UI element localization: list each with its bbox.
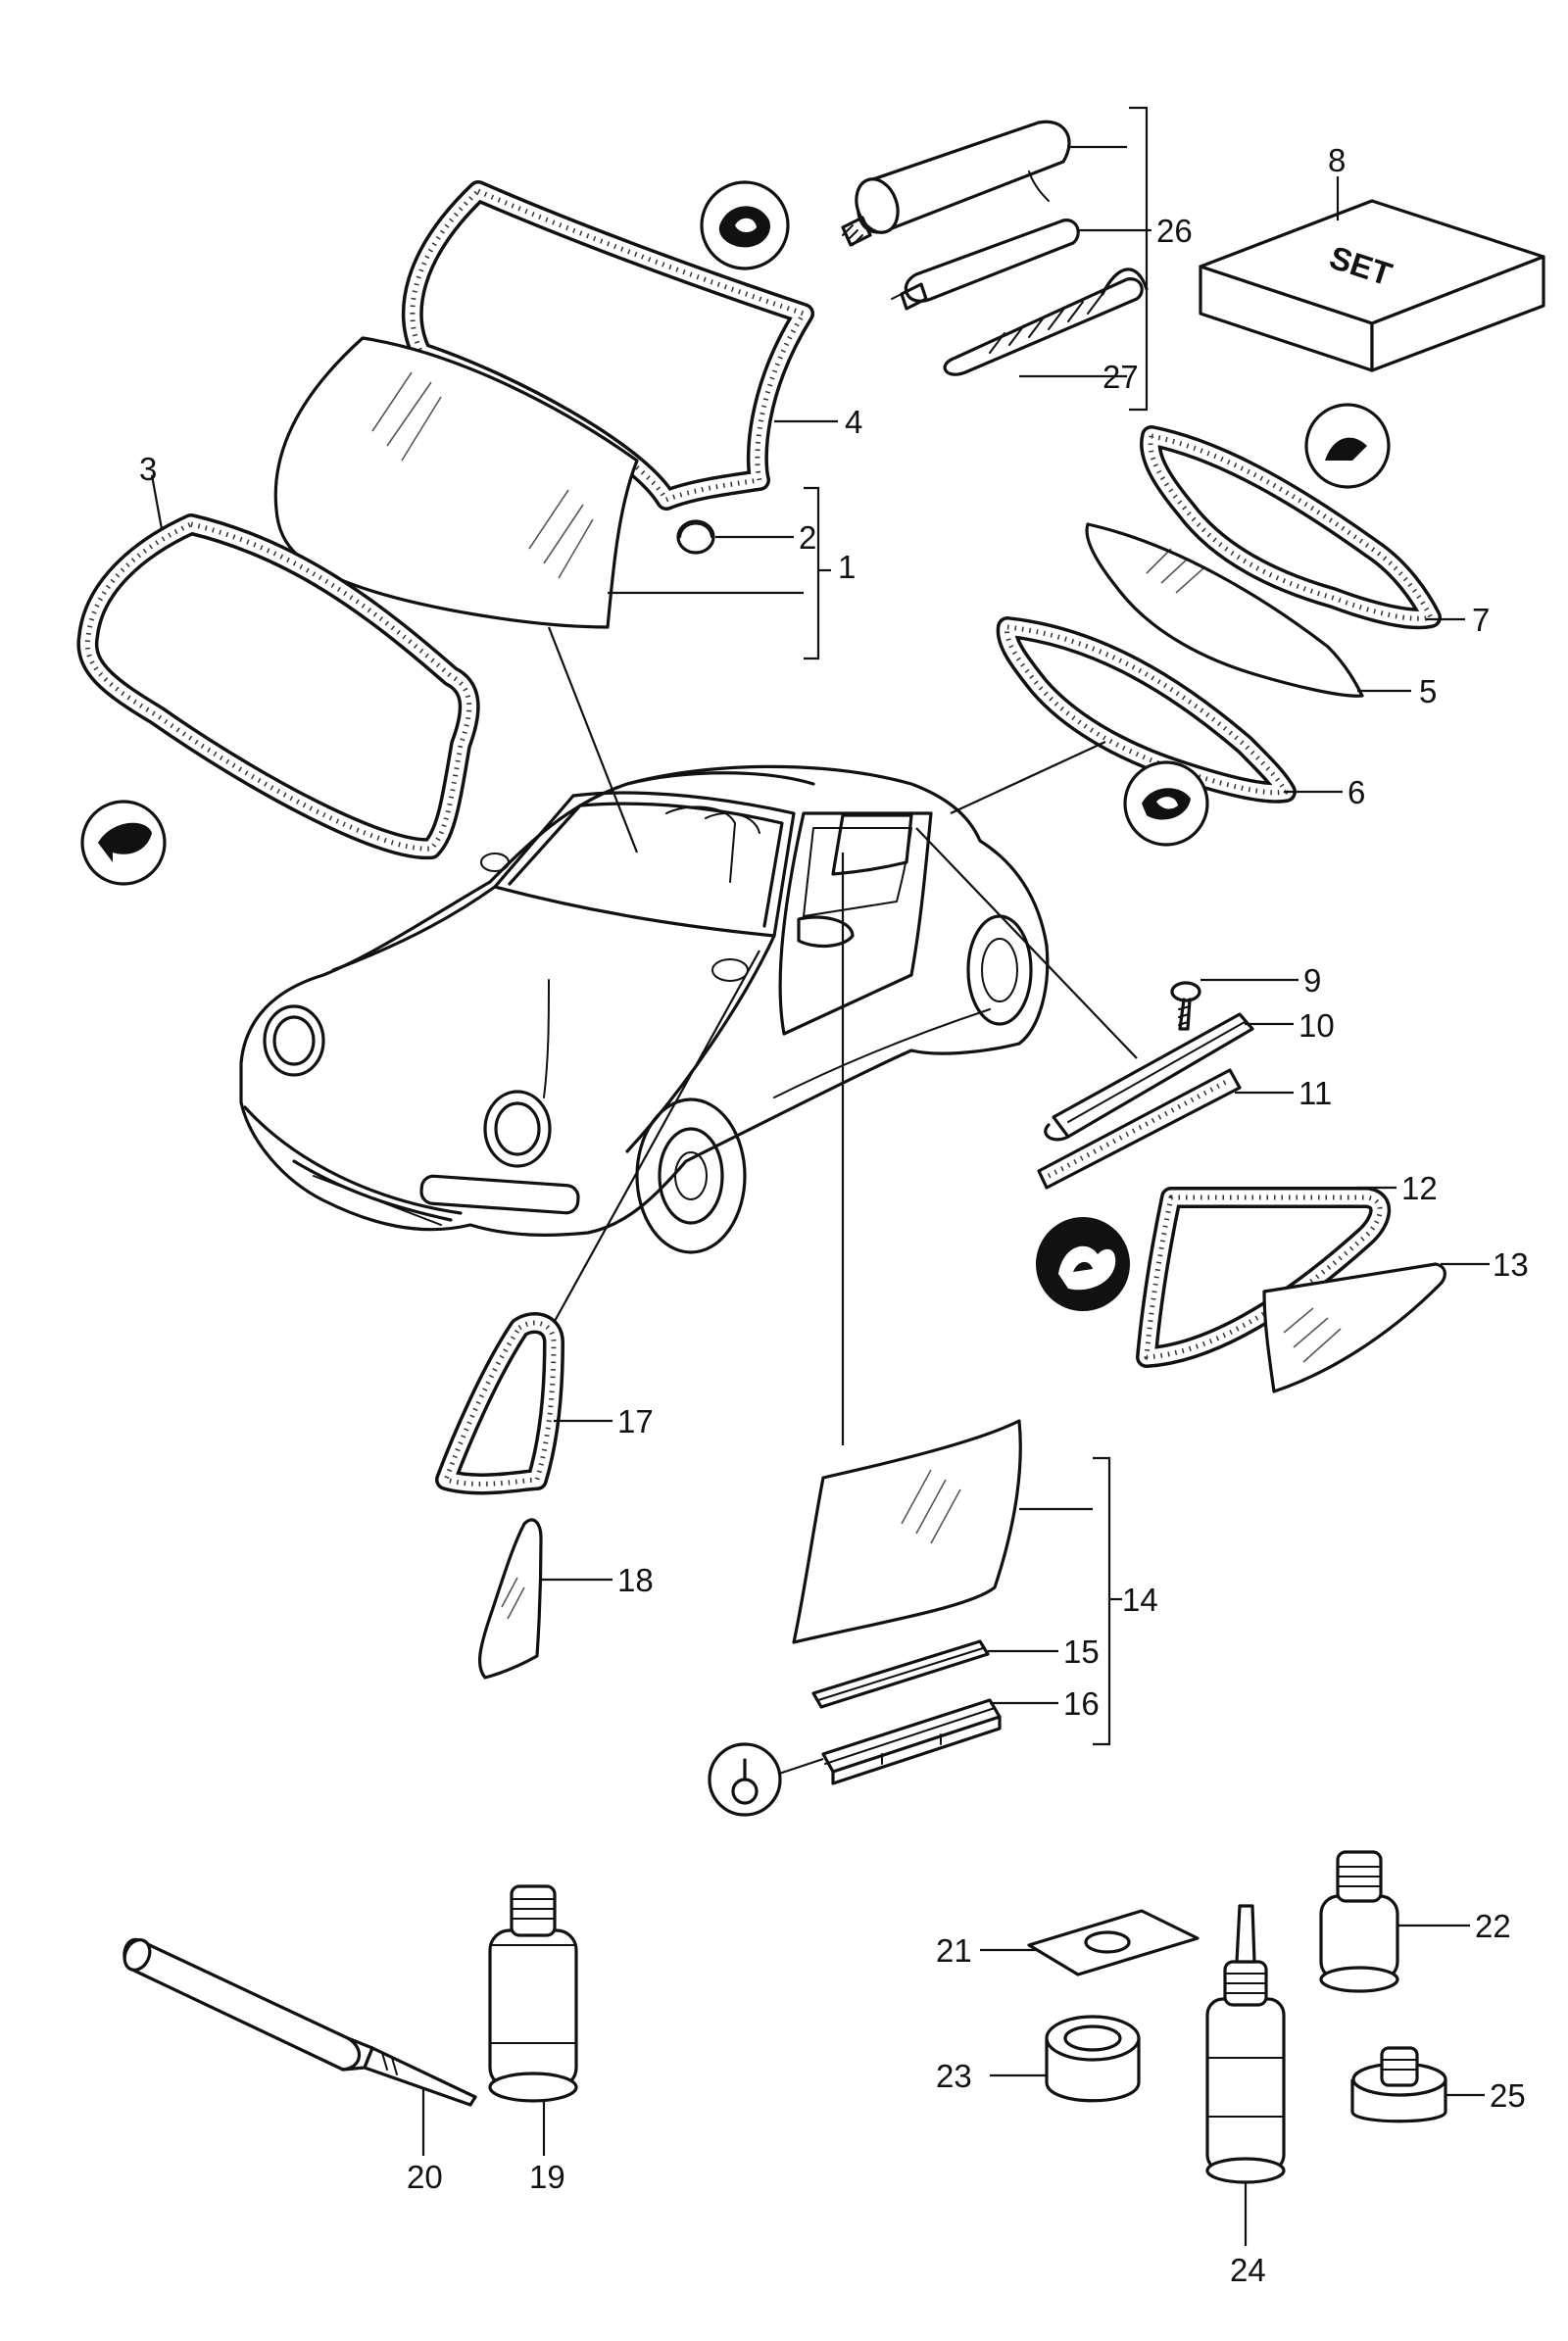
- label-part-20: 20: [407, 2159, 443, 2195]
- rear-window-seal: [1140, 425, 1442, 630]
- label-part-8: 8: [1328, 142, 1346, 178]
- label-part-11: 11: [1298, 1075, 1332, 1111]
- label-part-21: 21: [936, 1932, 972, 1969]
- clip-part-2: [676, 519, 715, 555]
- vent-glass-18: [478, 1518, 543, 1680]
- bottle-22: [1319, 1850, 1399, 1993]
- quarter-glass-13: [1262, 1262, 1446, 1393]
- label-part-6: 6: [1348, 774, 1365, 810]
- seal-profile-icon: [80, 800, 167, 886]
- rear-window-glass: [1085, 522, 1364, 698]
- label-part-26: 26: [1156, 213, 1193, 249]
- windshield-glass: [273, 336, 639, 629]
- bracket-26-27: [1129, 106, 1149, 412]
- adhesive-cartridge: [841, 120, 1071, 247]
- bottle-19: [488, 1884, 578, 2103]
- label-part-4: 4: [845, 404, 862, 440]
- label-part-23: 23: [936, 2058, 972, 2094]
- adhesive-tube: [891, 219, 1080, 311]
- pad-21: [1027, 1909, 1200, 1976]
- label-part-16: 16: [1063, 1685, 1100, 1722]
- seal-profile-icon: [1304, 403, 1391, 489]
- screw-part-9: [1170, 981, 1201, 1031]
- seal-profile-icon: [700, 180, 790, 270]
- part-number-labels: 1 2 3 4 5 6 7 8 9 10 11 12 13 14 15 16 1…: [139, 142, 1529, 2288]
- door-glass-14: [792, 1419, 1022, 1644]
- clip-icon: [708, 1742, 782, 1817]
- label-part-7: 7: [1472, 602, 1490, 638]
- car-illustration: [239, 764, 1050, 1254]
- label-part-22: 22: [1475, 1908, 1511, 1944]
- vent-seal-17: [435, 1312, 564, 1495]
- label-part-24: 24: [1230, 2252, 1266, 2288]
- seal-profile-icon: [1036, 1217, 1130, 1311]
- rear-seal-lower: [996, 616, 1297, 804]
- channel-16: [821, 1698, 1002, 1785]
- quarter-seal-12: [1136, 1187, 1392, 1368]
- label-part-3: 3: [139, 451, 157, 487]
- set-box: SET: [1199, 199, 1545, 372]
- trim-strip-10: [1044, 1012, 1254, 1142]
- bracket-14: [1093, 1456, 1122, 1746]
- label-part-15: 15: [1063, 1634, 1100, 1670]
- label-part-10: 10: [1298, 1007, 1335, 1044]
- bottle-25: [1350, 2046, 1447, 2123]
- label-part-25: 25: [1490, 2077, 1526, 2114]
- label-part-27: 27: [1102, 359, 1139, 395]
- bracket-1: [804, 486, 831, 660]
- label-part-1: 1: [838, 549, 856, 585]
- label-part-13: 13: [1493, 1246, 1529, 1283]
- label-part-2: 2: [799, 519, 816, 556]
- seal-profile-icon: [1123, 760, 1209, 847]
- sealant-tube-20: [122, 1937, 477, 2107]
- label-part-12: 12: [1401, 1170, 1438, 1206]
- label-part-9: 9: [1303, 962, 1321, 999]
- label-part-14: 14: [1122, 1582, 1158, 1618]
- label-part-18: 18: [617, 1562, 654, 1598]
- cutting-tool: [943, 268, 1149, 376]
- label-part-19: 19: [529, 2159, 565, 2195]
- leader-lines: [150, 145, 1490, 2246]
- tape-roll-23: [1045, 2015, 1141, 2103]
- label-part-5: 5: [1419, 673, 1437, 709]
- bottle-24: [1205, 1904, 1286, 2184]
- front-seal-left: [76, 513, 480, 860]
- channel-15: [811, 1639, 990, 1709]
- windshield-seal: [401, 180, 814, 511]
- label-part-17: 17: [617, 1403, 654, 1439]
- trim-strip-11: [1037, 1068, 1242, 1190]
